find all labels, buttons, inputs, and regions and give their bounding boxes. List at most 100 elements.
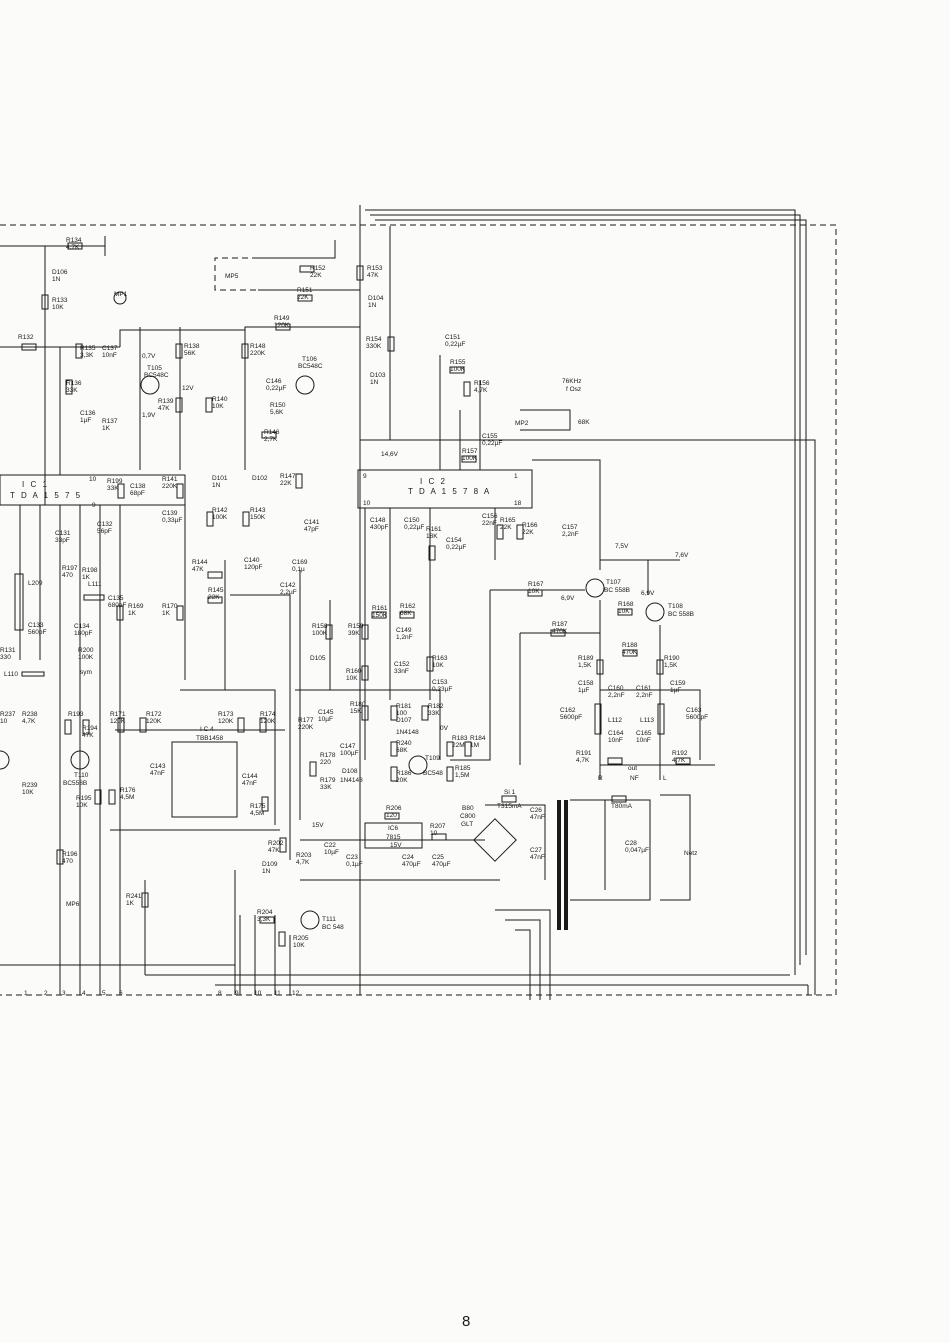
component-value-r169: 1K [128,610,137,617]
ic2-body [357,469,533,509]
component-ref-r238: R238 [22,711,38,718]
component-ref-r203: R203 [296,852,312,859]
component-value-r141: 220K [162,483,178,490]
component-value-c148: 430pF [370,524,388,531]
component-ref-c155: C155 [482,433,498,440]
v19-label: 1,9V [142,412,156,419]
component-ref-r160: R160 [346,668,362,675]
component-value-r179: 33K [320,784,332,791]
component-value-c24: 470µF [402,861,421,868]
t107-ref: T107 [606,579,621,586]
component-ref-r193: R193 [68,711,84,718]
conn-pin-9: 9 [235,990,239,997]
component-ref-r185: R185 [455,765,471,772]
component-ref-r165: R165 [500,517,516,524]
component-value-r157: 100K [462,455,478,462]
component-value-c137: 10nF [102,352,117,359]
component-value-c132: 56pF [97,528,112,535]
component-ref-r169: R169 [128,603,144,610]
component-value-r152: 22K [310,272,322,279]
mp6-label: MP6 [66,901,80,908]
component-ref-r196: R196 [62,851,78,858]
conn-pin-5: 5 [102,990,106,997]
component-value-c133: 560pF [28,629,46,636]
component-ref-r139: R139 [158,398,174,405]
component-ref-c143: C143 [150,763,166,770]
component-value-r160: 10K [346,675,358,682]
component-value-r185: 1,5M [455,772,469,779]
component-ref-c162: C162 [560,707,576,714]
component-value-r151: 22K [297,294,309,301]
netz-label: Netz [684,850,697,857]
component-value-c152: 33nF [394,668,409,675]
component-ref-r157: R157 [462,448,478,455]
component-value-r159: 39K [348,630,360,637]
component-ref-r194: R194 [82,725,98,732]
component-value-r137: 1K [102,425,111,432]
component-ref-c27: C27 [530,847,542,854]
component-ref-d101: D101 [212,475,228,482]
v75-label: 7,5V [615,543,629,550]
component-value-r184: 1M [470,742,479,749]
component-value-r198: 1K [82,574,91,581]
component-value-c154: 0,22µF [446,544,466,551]
si1-label: Si 1 [504,789,516,796]
component-ref-r154: R154 [366,336,382,343]
component-ref-r159: R159 [348,623,364,630]
component-ref-r182: R182 [428,703,444,710]
t106-ref: T106 [302,356,317,363]
ic2-pin9: 9 [363,473,367,480]
t110-ref: T110 [74,772,89,779]
component-ref-c22: C22 [324,842,336,849]
t107-type: BC 558B [604,587,630,594]
component-ref-c161: C161 [636,685,652,692]
mp2-label: MP2 [515,420,529,427]
component-ref-l112: L112 [608,717,622,724]
component-ref-r161: R161 [426,526,442,533]
component-value-r140: 10K [212,403,224,410]
si1-value: T315mA [497,803,522,810]
component-ref-r166: R166 [522,522,538,529]
component-ref-c156: C156 [482,513,498,520]
t108-type: BC 558B [668,611,694,618]
component-ref-r187: R187 [552,621,568,628]
component-ref-r176: R176 [120,787,136,794]
component-value-c153: 0,33µF [432,686,452,693]
component-ref-r161b: R161 [372,605,388,612]
component-value-r190: 1,5K [664,662,678,669]
component-ref-r181: R181 [396,703,412,710]
component-value-c164: 10nF [608,737,623,744]
component-value-c140: 120pF [244,564,262,571]
component-value-r197: 470 [62,572,73,579]
component-value-r148: 220K [250,350,266,357]
component-ref-r199: R199 [107,478,123,485]
l-out-label: L [663,775,667,782]
component-ref-r148: R148 [250,343,266,350]
component-ref-r178: R178 [320,752,336,759]
component-value-r161b: 150K [372,612,388,619]
component-ref-r206: R206 [386,805,402,812]
ic6-body [364,822,423,849]
component-ref-r145: R145 [208,587,224,594]
component-value-r178: 220 [320,759,331,766]
component-value-r158: 100K [312,630,328,637]
ic2-ref: I C 2 [420,477,447,486]
component-ref-c169: C169 [292,559,308,566]
component-value-r177: 220K [298,724,314,731]
component-ref-r162: R162 [400,603,416,610]
d107-type: 1N4148 [396,729,419,736]
component-ref-r195: R195 [76,795,92,802]
component-value-r144: 47K [192,566,204,573]
component-ref-r151: R151 [297,287,313,294]
component-value-r195: 10K [76,802,88,809]
component-value-r173: 120K [218,718,234,725]
component-value-c155: 0,22µF [482,440,502,447]
component-ref-c138: C138 [130,483,146,490]
osc-note: f Osz [566,386,581,393]
d108-type: 1N4148 [340,777,363,784]
component-ref-r191: R191 [576,750,592,757]
component-ref-c140: C140 [244,557,260,564]
component-value-c23: 0,1µF [346,861,363,868]
component-ref-c151: C151 [445,334,461,341]
v69a-label: 6,9V [561,595,575,602]
